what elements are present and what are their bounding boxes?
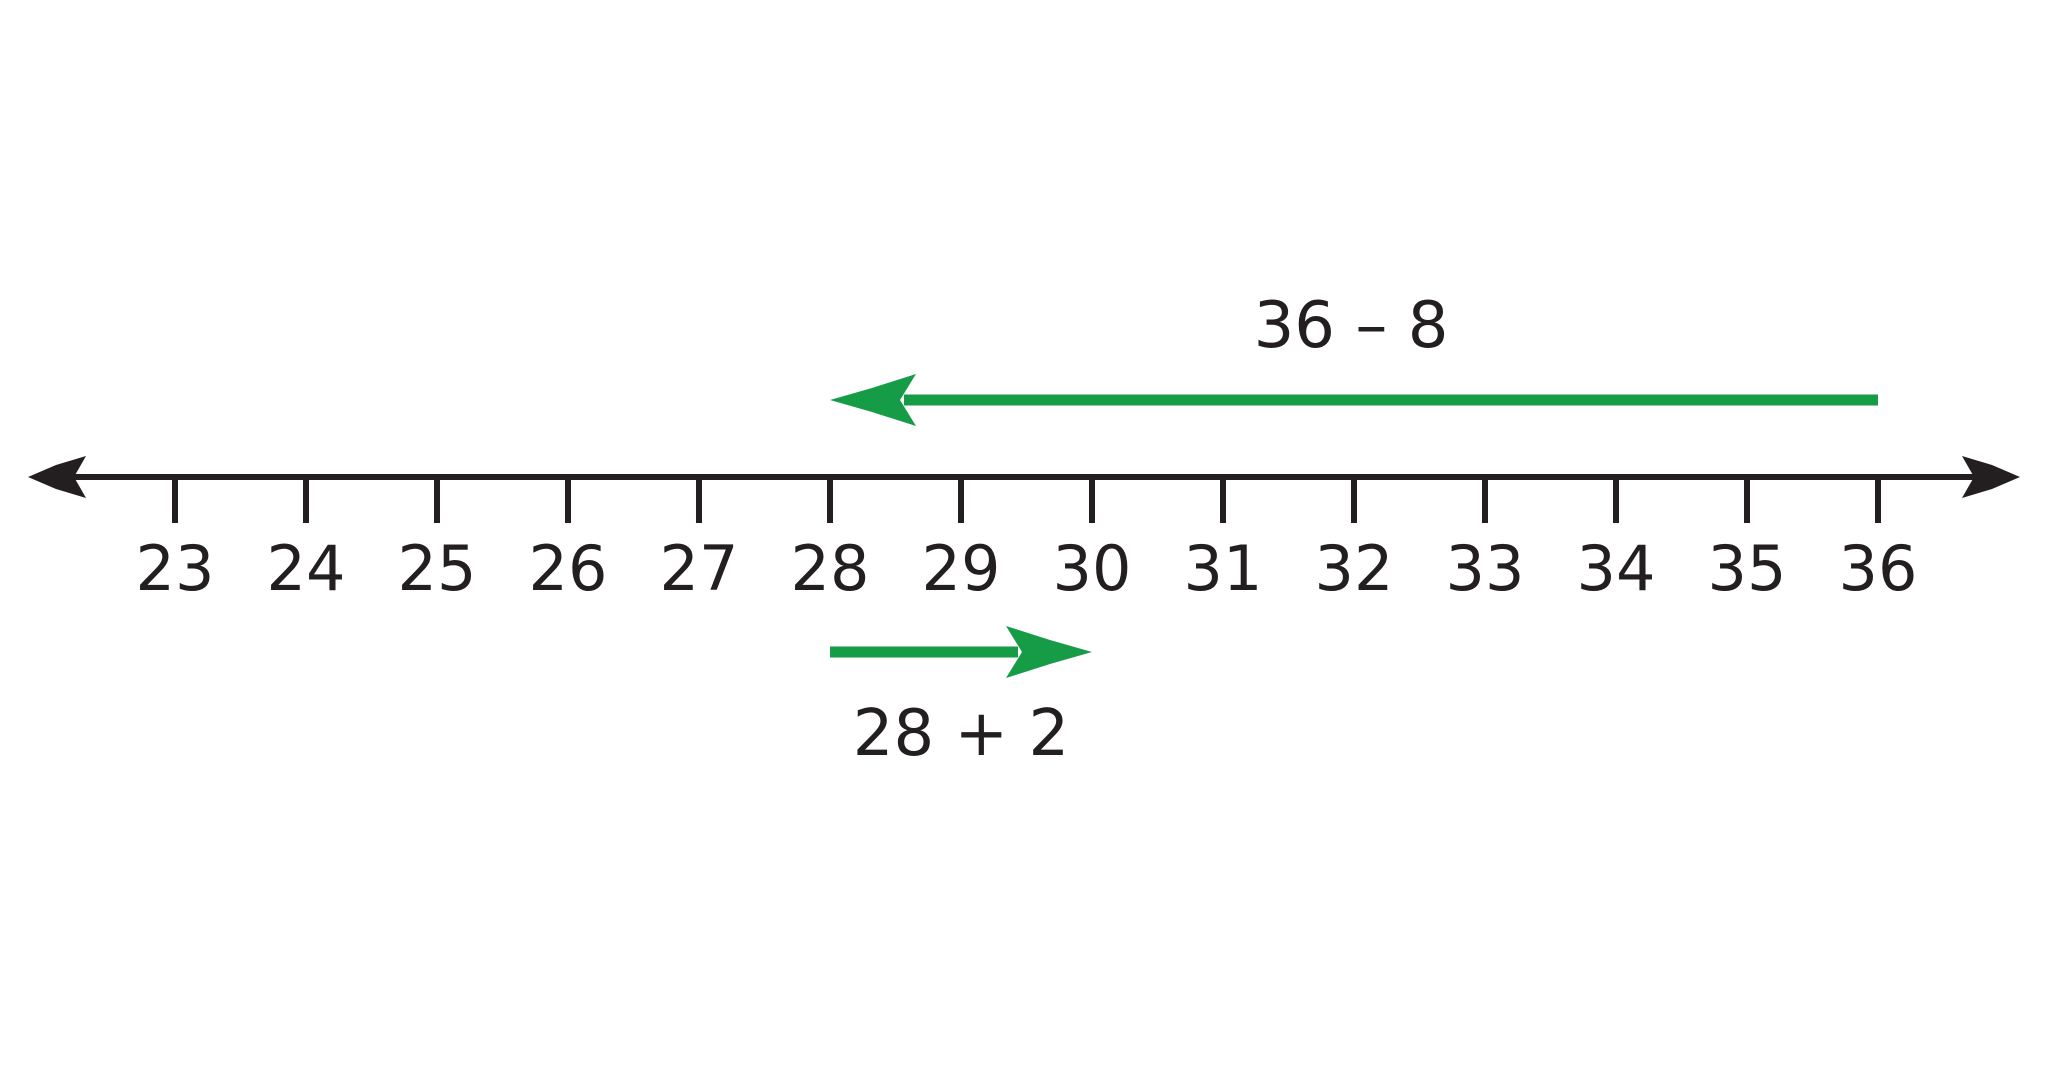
jump-subtract-label: 36 – 8 [1254,289,1449,363]
tick-label-25: 25 [398,532,477,605]
tick-label-35: 35 [1708,532,1787,605]
tick-label-24: 24 [267,532,346,605]
jump-add-label: 28 + 2 [853,697,1069,771]
tick-label-30: 30 [1053,532,1132,605]
tick-label-33: 33 [1446,532,1525,605]
tick-label-36: 36 [1839,532,1918,605]
number-line [28,456,2020,498]
tick-label-23: 23 [136,532,215,605]
tick-label-32: 32 [1315,532,1394,605]
tick-label-26: 26 [529,532,608,605]
jump-subtract: 36 – 8 [830,289,1878,426]
jump-add-arrowhead [1006,626,1092,678]
tick-marks [172,477,1881,523]
jump-subtract-arrowhead [830,374,916,426]
jump-add: 28 + 2 [830,626,1092,771]
tick-label-29: 29 [922,532,1001,605]
tick-labels: 23 24 25 26 27 28 29 30 31 32 33 34 35 36 [136,532,1918,605]
tick-label-28: 28 [791,532,870,605]
tick-label-27: 27 [660,532,739,605]
right-arrowhead [1962,456,2020,498]
tick-label-34: 34 [1577,532,1656,605]
tick-label-31: 31 [1184,532,1263,605]
left-arrowhead [28,456,86,498]
